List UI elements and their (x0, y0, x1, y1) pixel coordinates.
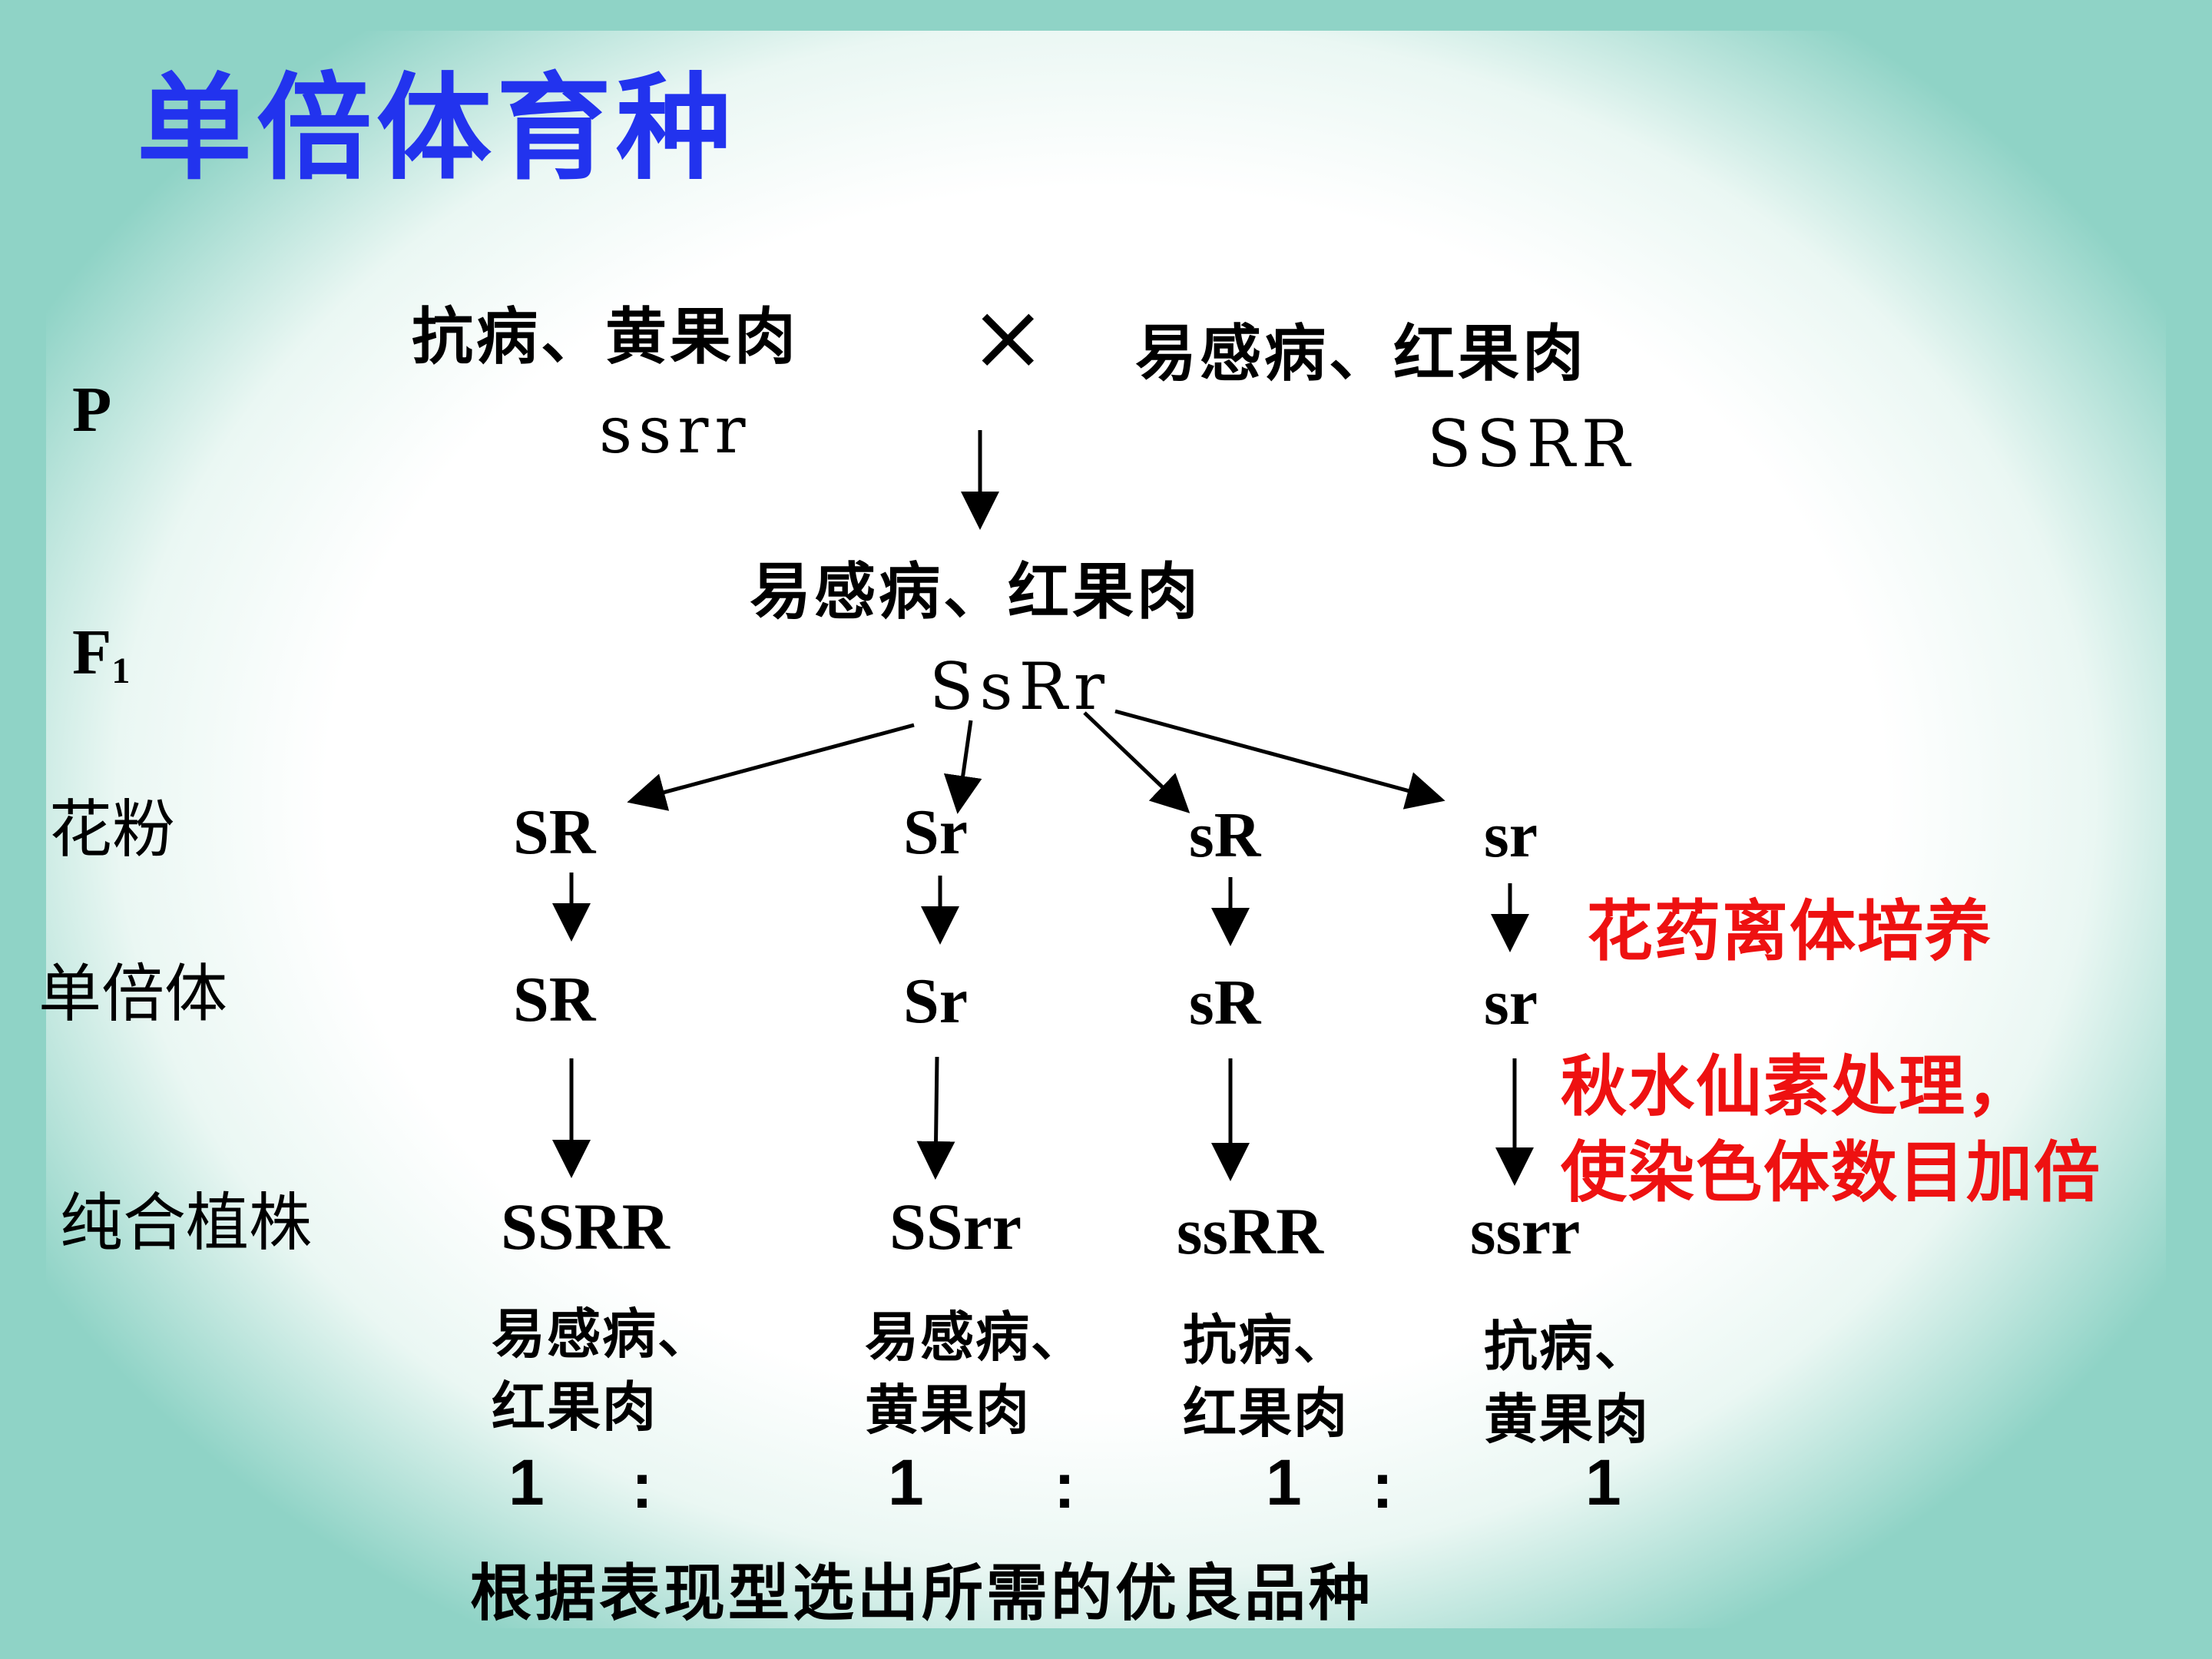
arrow-f1-to-gamete-3 (1083, 711, 1190, 813)
pure-line-4: ssrr (1470, 1194, 1581, 1268)
anther-culture-note: 花药离体培养 (1587, 895, 1992, 969)
f1-genotype: SsRr (929, 649, 1111, 724)
row-label-pollen: 花粉 (49, 793, 176, 866)
phenotype-1: 易感病、红果肉 (492, 1302, 713, 1439)
ratio-value-3: 1 (1266, 1446, 1302, 1518)
left-parent-phenotype: 抗病、黄果肉 (412, 300, 799, 373)
background-glow (46, 31, 2166, 1628)
f1-phenotype: 易感病、红果肉 (750, 555, 1201, 628)
conclusion-text: 根据表现型选出所需的优良品种 (470, 1557, 1373, 1629)
gamete-sr-4: sr (1484, 800, 1538, 871)
ratio-colon-1: : (631, 1449, 653, 1522)
row-label-p: P (72, 374, 112, 445)
ratio-colon-3: : (1372, 1449, 1393, 1522)
haploid-4: sr (1484, 967, 1538, 1038)
gamete-sr-3: sR (1189, 800, 1261, 871)
arrow-f1-to-gamete-1 (627, 723, 915, 811)
arrow-haploid-to-pure-2 (916, 1056, 955, 1180)
arrow-f1-to-gamete-2 (943, 720, 982, 814)
row-label-f1: F1 (72, 617, 131, 691)
phenotype-2: 易感病、黄果肉 (865, 1305, 1086, 1442)
colchicine-note-line1: 秋水仙素处理， (1561, 1050, 2034, 1124)
right-parent-genotype: SSRR (1427, 406, 1637, 482)
pure-line-3: ssRR (1177, 1194, 1324, 1268)
pure-line-2: SSrr (889, 1190, 1022, 1263)
page-title: 单倍体育种 (137, 61, 737, 196)
haploid-2: Sr (903, 965, 968, 1037)
haploid-1: SR (513, 964, 596, 1035)
cross-symbol: × (969, 284, 1047, 391)
row-label-haploid: 单倍体 (38, 958, 228, 1031)
phenotype-3: 抗病、红果肉 (1183, 1308, 1349, 1445)
haploid-3: sR (1189, 967, 1261, 1038)
ratio-value-4: 1 (1585, 1446, 1621, 1518)
ratio-value-2: 1 (888, 1446, 924, 1518)
pure-line-1: SSRR (501, 1190, 670, 1263)
ratio-colon-2: : (1054, 1449, 1075, 1522)
colchicine-note-line2: 使染色体数目加倍 (1561, 1136, 2101, 1210)
ratio-value-1: 1 (508, 1446, 545, 1518)
phenotype-4: 抗病、黄果肉 (1484, 1314, 1650, 1451)
gamete-sr-1: SR (513, 796, 596, 868)
right-parent-phenotype: 易感病、红果肉 (1135, 317, 1587, 389)
row-label-pure-plant: 纯合植株 (60, 1187, 313, 1260)
arrow-f1-to-gamete-4 (1114, 709, 1445, 810)
left-parent-genotype: ssrr (599, 392, 752, 468)
